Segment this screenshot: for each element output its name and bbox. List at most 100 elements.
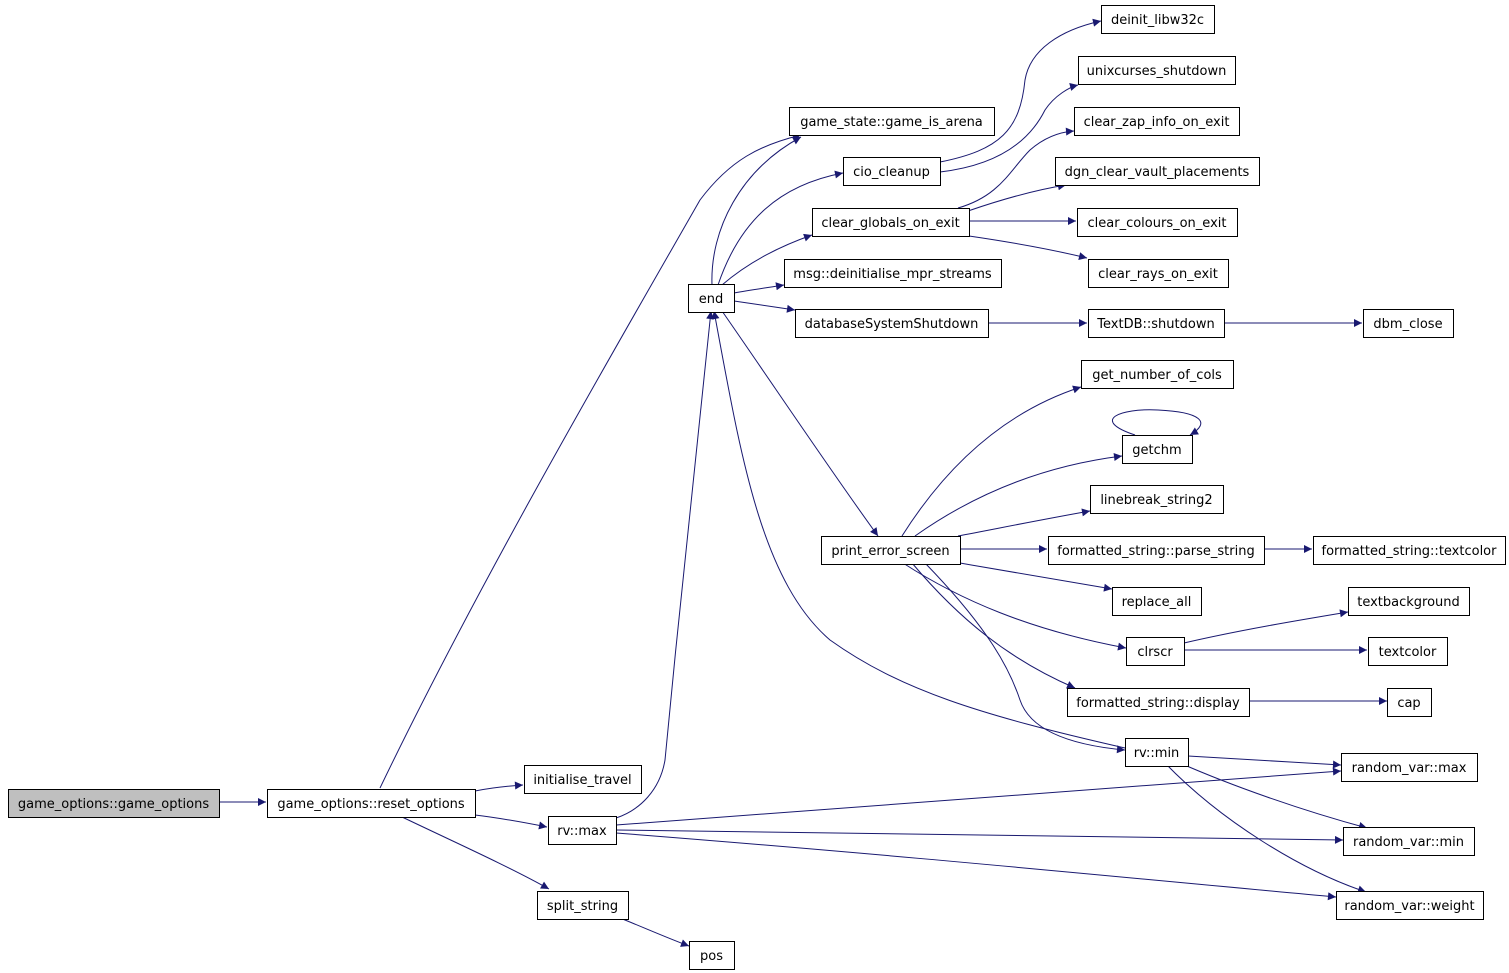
node-label: clear_zap_info_on_exit <box>1084 115 1230 130</box>
edge-getchm-self-loop <box>1111 409 1202 436</box>
node-textdb-shutdown[interactable]: TextDB::shutdown <box>1088 309 1225 338</box>
node-box <box>1313 536 1506 565</box>
node-fs-textcolor[interactable]: formatted_string::textcolor <box>1313 536 1506 565</box>
node-label: textbackground <box>1357 595 1460 610</box>
node-game-is-arena[interactable]: game_state::game_is_arena <box>789 107 995 136</box>
node-label: game_state::game_is_arena <box>800 115 983 130</box>
node-label: formatted_string::textcolor <box>1322 544 1498 559</box>
node-random-var-weight[interactable]: random_var::weight <box>1336 891 1484 920</box>
edge-rv-min-to-random-var-min <box>1179 762 1368 830</box>
node-box <box>1077 208 1238 237</box>
edge-clear-globals-to-clear-zap <box>957 127 1075 209</box>
node-rv-min[interactable]: rv::min <box>1125 738 1189 767</box>
edge-reset-options-to-initialise-travel <box>474 781 524 792</box>
node-box <box>784 259 1002 288</box>
node-initialise-travel[interactable]: initialise_travel <box>524 765 642 794</box>
node-game-options-ctor[interactable]: game_options::game_options <box>8 789 220 818</box>
node-label: replace_all <box>1122 595 1192 610</box>
node-label: random_var::weight <box>1344 899 1474 914</box>
node-label: msg::deinitialise_mpr_streams <box>793 267 992 282</box>
node-label: textcolor <box>1379 645 1437 660</box>
node-box <box>1126 637 1185 666</box>
node-clear-zap[interactable]: clear_zap_info_on_exit <box>1074 107 1240 136</box>
node-cap[interactable]: cap <box>1387 688 1432 717</box>
edge-pes-to-getchm <box>914 453 1123 537</box>
node-box <box>1055 157 1260 186</box>
node-getchm[interactable]: getchm <box>1122 435 1193 464</box>
node-dbm-close[interactable]: dbm_close <box>1363 309 1454 338</box>
edge-reset-options-to-rv-max <box>474 814 548 830</box>
node-end[interactable]: end <box>688 284 735 313</box>
node-box <box>688 284 735 313</box>
edges <box>219 18 1387 947</box>
edge-pes-to-clrscr <box>902 562 1127 651</box>
node-random-var-min[interactable]: random_var::min <box>1343 827 1475 856</box>
node-print-error-screen[interactable]: print_error_screen <box>821 536 961 565</box>
node-box <box>1368 637 1448 666</box>
edge-rv-min-to-random-var-weight <box>1164 762 1367 894</box>
edge-end-to-print-error-screen <box>721 310 879 537</box>
node-replace-all[interactable]: replace_all <box>1112 587 1202 616</box>
node-label: linebreak_string2 <box>1100 493 1212 508</box>
edge-rv-max-to-random-var-max <box>615 767 1342 826</box>
node-box <box>1088 259 1229 288</box>
node-clear-colours[interactable]: clear_colours_on_exit <box>1077 208 1238 237</box>
node-box <box>1336 891 1484 920</box>
edge-rv-max-to-random-var-min <box>615 829 1344 844</box>
node-linebreak-string2[interactable]: linebreak_string2 <box>1090 485 1224 514</box>
node-box <box>537 891 629 920</box>
node-box <box>8 789 220 818</box>
edge-pes-to-get-number-of-cols <box>901 385 1082 537</box>
node-box <box>1343 827 1475 856</box>
edge-end-to-db-shutdown <box>733 300 796 313</box>
edge-pes-to-fs-display <box>911 562 1076 689</box>
node-parse-string[interactable]: formatted_string::parse_string <box>1048 536 1265 565</box>
node-label: TextDB::shutdown <box>1096 317 1214 332</box>
node-get-number-of-cols[interactable]: get_number_of_cols <box>1081 360 1234 389</box>
node-box <box>1341 753 1478 782</box>
node-msg-deinit[interactable]: msg::deinitialise_mpr_streams <box>784 259 1002 288</box>
node-box <box>1048 536 1265 565</box>
edge-end-to-msg-deinit <box>733 282 785 294</box>
node-label: cap <box>1397 696 1420 711</box>
node-split-string[interactable]: split_string <box>537 891 629 920</box>
node-rv-max[interactable]: rv::max <box>548 816 617 845</box>
node-random-var-max[interactable]: random_var::max <box>1341 753 1478 782</box>
node-box <box>1088 309 1225 338</box>
node-label: game_options::reset_options <box>277 797 465 812</box>
node-label: clrscr <box>1137 645 1173 660</box>
node-fs-display[interactable]: formatted_string::display <box>1067 688 1250 717</box>
node-pos[interactable]: pos <box>689 941 735 970</box>
node-label: formatted_string::parse_string <box>1057 544 1254 559</box>
node-db-shutdown[interactable]: databaseSystemShutdown <box>795 309 989 338</box>
node-box <box>821 536 961 565</box>
node-label: getchm <box>1132 443 1181 458</box>
node-label: split_string <box>547 899 618 914</box>
edge-end-to-clear-globals <box>721 233 813 286</box>
node-box <box>1074 107 1240 136</box>
node-box <box>1363 309 1454 338</box>
node-cio-cleanup[interactable]: cio_cleanup <box>843 157 941 186</box>
node-label: clear_rays_on_exit <box>1098 267 1218 282</box>
node-box <box>548 816 617 845</box>
node-label: end <box>699 292 724 307</box>
node-unixcurses-shutdown[interactable]: unixcurses_shutdown <box>1078 56 1236 85</box>
node-deinit-libw32c[interactable]: deinit_libw32c <box>1101 5 1215 34</box>
node-box <box>1090 485 1224 514</box>
node-textbackground[interactable]: textbackground <box>1348 587 1470 616</box>
node-clear-globals-on-exit[interactable]: clear_globals_on_exit <box>812 208 970 237</box>
node-label: formatted_string::display <box>1076 696 1240 711</box>
node-clrscr[interactable]: clrscr <box>1126 637 1185 666</box>
node-box <box>1081 360 1234 389</box>
node-box <box>267 789 476 818</box>
node-label: random_var::max <box>1352 761 1467 776</box>
node-box <box>1387 688 1432 717</box>
node-label: dbm_close <box>1373 317 1442 332</box>
node-dgn-clear[interactable]: dgn_clear_vault_placements <box>1055 157 1260 186</box>
node-box <box>812 208 970 237</box>
node-box <box>689 941 735 970</box>
node-clear-rays[interactable]: clear_rays_on_exit <box>1088 259 1229 288</box>
node-textcolor[interactable]: textcolor <box>1368 637 1448 666</box>
node-reset-options[interactable]: game_options::reset_options <box>267 789 476 818</box>
